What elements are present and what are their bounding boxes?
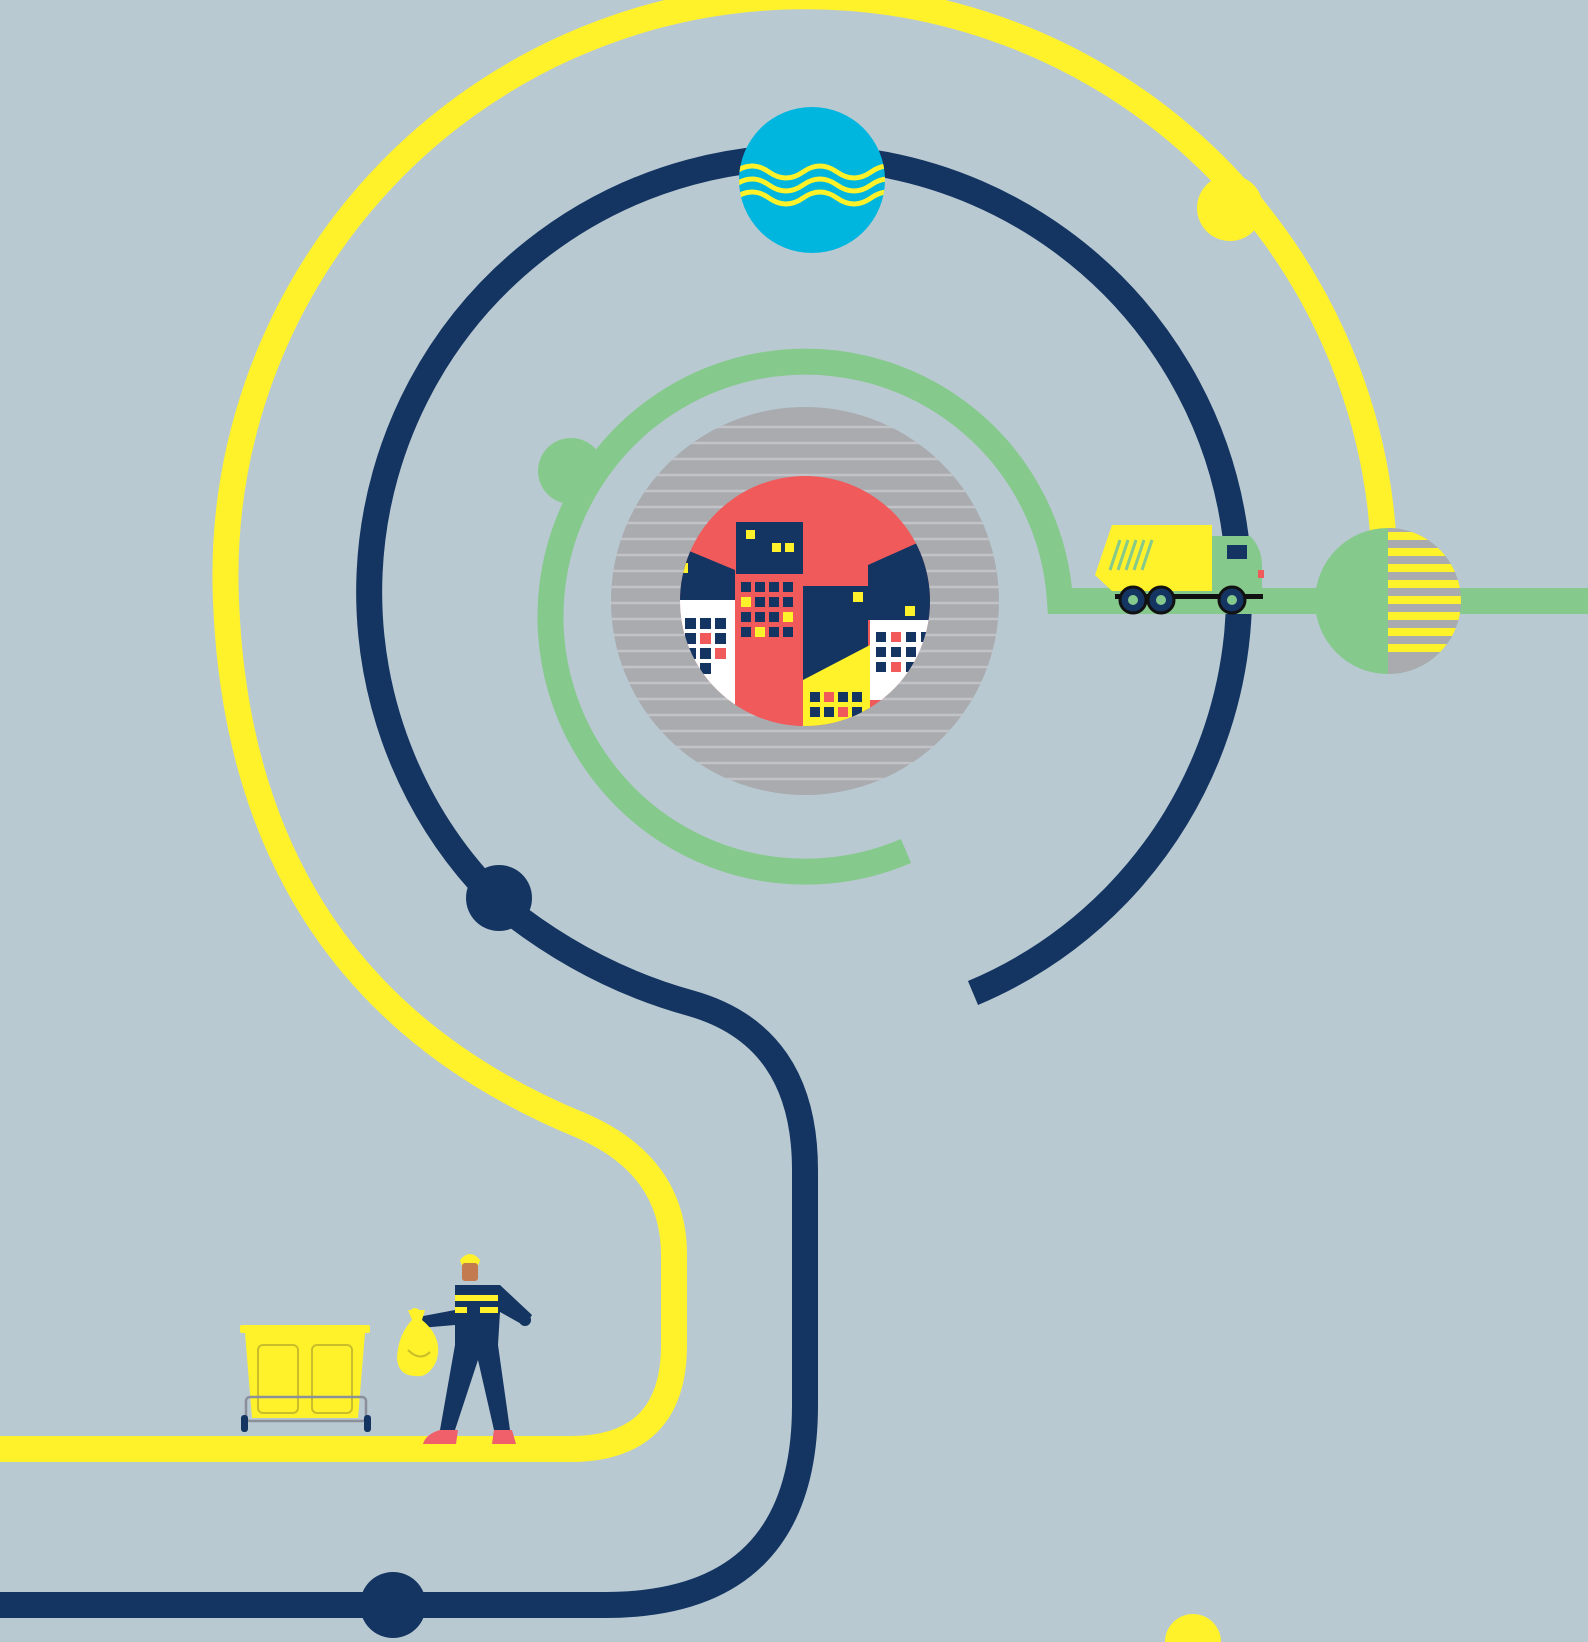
waste-bin-icon: [240, 1325, 371, 1432]
navy-route-node-upper: [466, 865, 532, 931]
navy-route-node-lower: [360, 1572, 426, 1638]
water-waves-icon: [735, 107, 905, 253]
yellow-route-node: [1197, 175, 1263, 241]
recycling-node-icon: [1315, 520, 1468, 690]
navy-route-path: [0, 157, 1239, 1605]
yellow-partial-shape: [1165, 1614, 1221, 1642]
green-route-node: [538, 438, 604, 504]
